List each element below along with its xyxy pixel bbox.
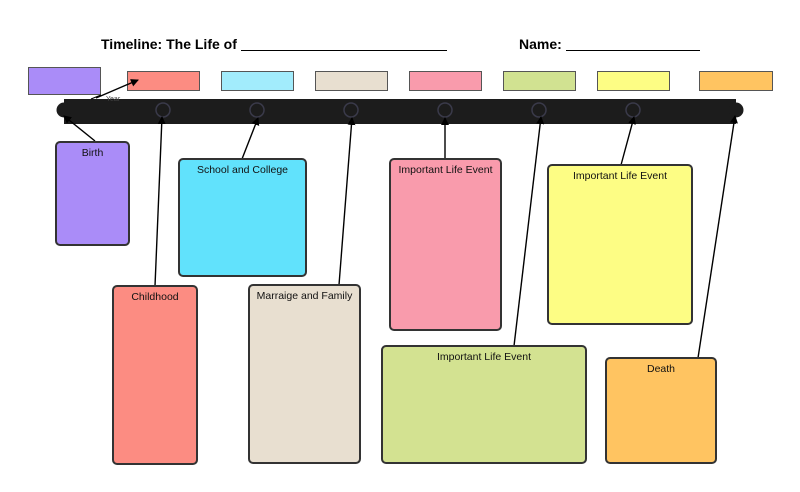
bar-year-label: Year bbox=[106, 96, 121, 103]
box-marriage-label: Marraige and Family bbox=[256, 290, 353, 302]
box-important-event-2[interactable]: Important Life Event bbox=[381, 345, 587, 464]
arrow-year-pointer bbox=[95, 79, 139, 99]
name-label: Name: bbox=[519, 36, 562, 52]
arrow-marriage bbox=[338, 117, 356, 286]
box-event-2-label: Important Life Event bbox=[437, 351, 531, 363]
box-death-label: Death bbox=[646, 363, 676, 375]
box-important-event-1[interactable]: Important Life Event bbox=[389, 158, 502, 331]
swatch-birth bbox=[28, 67, 101, 95]
swatch-marriage bbox=[315, 71, 388, 91]
arrow-event-3 bbox=[620, 116, 637, 166]
swatch-event-2 bbox=[503, 71, 576, 91]
arrow-birth bbox=[63, 115, 96, 142]
timeline-marker-4 bbox=[343, 102, 359, 118]
arrow-death bbox=[697, 115, 738, 359]
box-school-college[interactable]: School and College bbox=[178, 158, 307, 277]
arrow-childhood bbox=[154, 116, 166, 287]
swatch-event-1 bbox=[409, 71, 482, 91]
swatch-event-3 bbox=[597, 71, 670, 91]
swatch-death bbox=[699, 71, 773, 91]
box-birth[interactable]: Birth bbox=[55, 141, 130, 246]
box-important-event-3[interactable]: Important Life Event bbox=[547, 164, 693, 325]
year-swatch-connector bbox=[90, 94, 102, 100]
timeline-start-dot bbox=[56, 102, 72, 118]
box-school-label: School and College bbox=[196, 164, 289, 176]
timeline-marker-3 bbox=[249, 102, 265, 118]
timeline-end-dot bbox=[728, 102, 744, 118]
timeline-title: Timeline: The Life of bbox=[101, 36, 237, 52]
box-childhood[interactable]: Childhood bbox=[112, 285, 198, 465]
life-of-blank-line[interactable] bbox=[241, 50, 447, 51]
swatch-school bbox=[221, 71, 294, 91]
timeline-bar bbox=[64, 99, 736, 124]
name-blank-line[interactable] bbox=[566, 50, 700, 51]
box-event-1-label: Important Life Event bbox=[398, 164, 493, 176]
box-marriage-family[interactable]: Marraige and Family bbox=[248, 284, 361, 464]
box-event-3-label: Important Life Event bbox=[573, 170, 667, 182]
arrow-school bbox=[241, 117, 260, 160]
arrow-event-2 bbox=[513, 116, 545, 347]
swatch-childhood bbox=[127, 71, 200, 91]
box-childhood-label: Childhood bbox=[131, 291, 179, 303]
box-death[interactable]: Death bbox=[605, 357, 717, 464]
box-birth-label: Birth bbox=[81, 147, 104, 159]
